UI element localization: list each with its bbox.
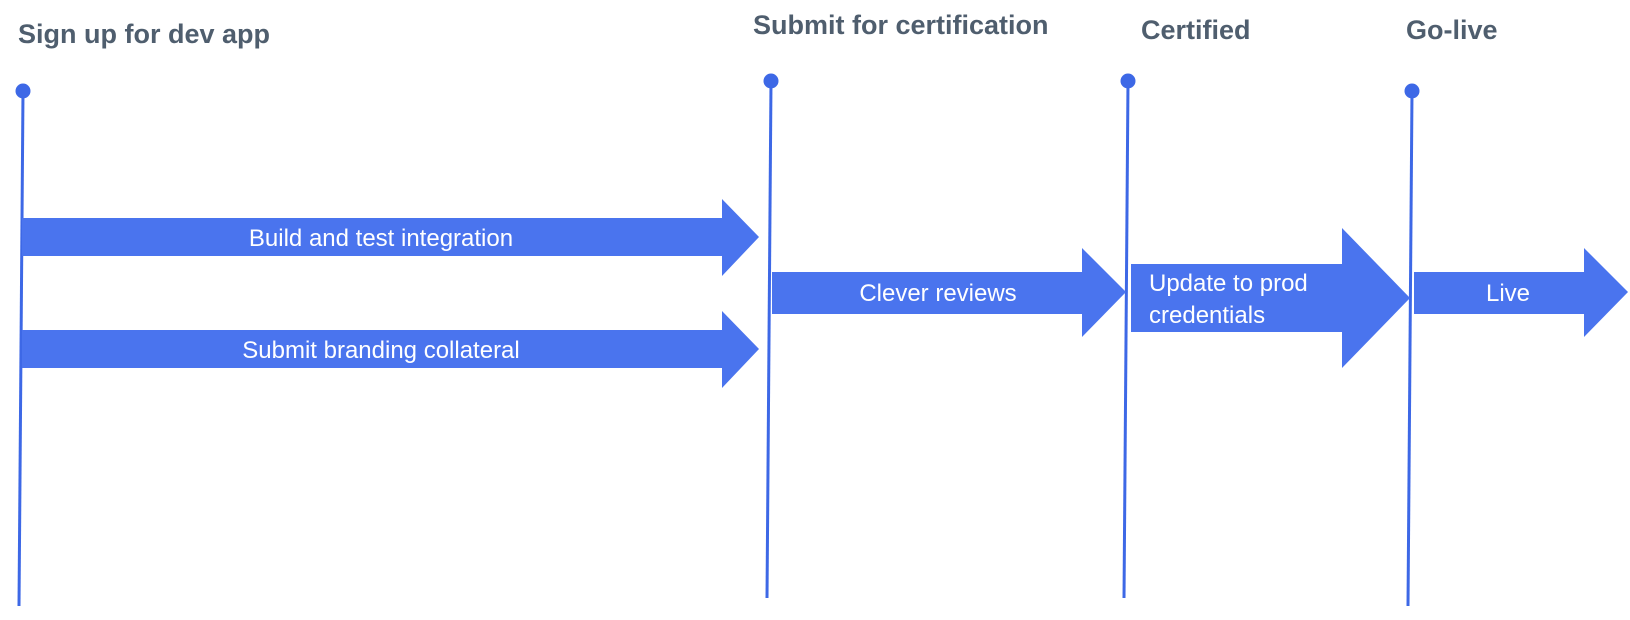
milestone-line-sign-up [17,90,25,607]
milestone-label-sign-up: Sign up for dev app [18,19,270,49]
step-label-update-prod: Update to prod credentials [1149,270,1314,329]
milestone-go-live: Go-live [1404,15,1498,607]
step-label-branding: Submit branding collateral [242,337,520,364]
step-label-live: Live [1486,280,1530,307]
arrow-shape [1131,228,1410,368]
milestone-line-go-live [1406,90,1414,607]
milestone-dot-go-live [1404,83,1420,99]
arrow-shape [1414,248,1628,337]
milestone-label-submit-cert: Submit for certification [753,10,1049,40]
step-arrow-live: Live [1414,248,1628,337]
milestone-label-go-live: Go-live [1406,15,1498,45]
milestone-sign-up: Sign up for dev app [15,19,270,607]
step-arrow-clever-reviews: Clever reviews [772,248,1126,337]
milestone-line-certified [1122,80,1130,599]
milestone-line-submit-cert [765,80,773,599]
step-arrow-update-prod: Update to prod credentials [1131,228,1410,368]
milestone-certified: Certified [1120,15,1251,599]
step-label-build-test: Build and test integration [249,225,513,252]
step-arrow-build-test: Build and test integration [22,199,759,276]
milestone-label-certified: Certified [1141,15,1251,45]
step-label-clever-reviews: Clever reviews [859,280,1016,307]
milestone-submit-cert: Submit for certification [753,10,1049,599]
step-arrow-branding: Submit branding collateral [22,311,759,388]
arrow-shape [22,311,759,388]
arrow-shape [22,199,759,276]
arrow-shape [772,248,1126,337]
milestone-dot-submit-cert [763,73,779,89]
milestone-dot-sign-up [15,83,31,99]
milestone-dot-certified [1120,73,1136,89]
